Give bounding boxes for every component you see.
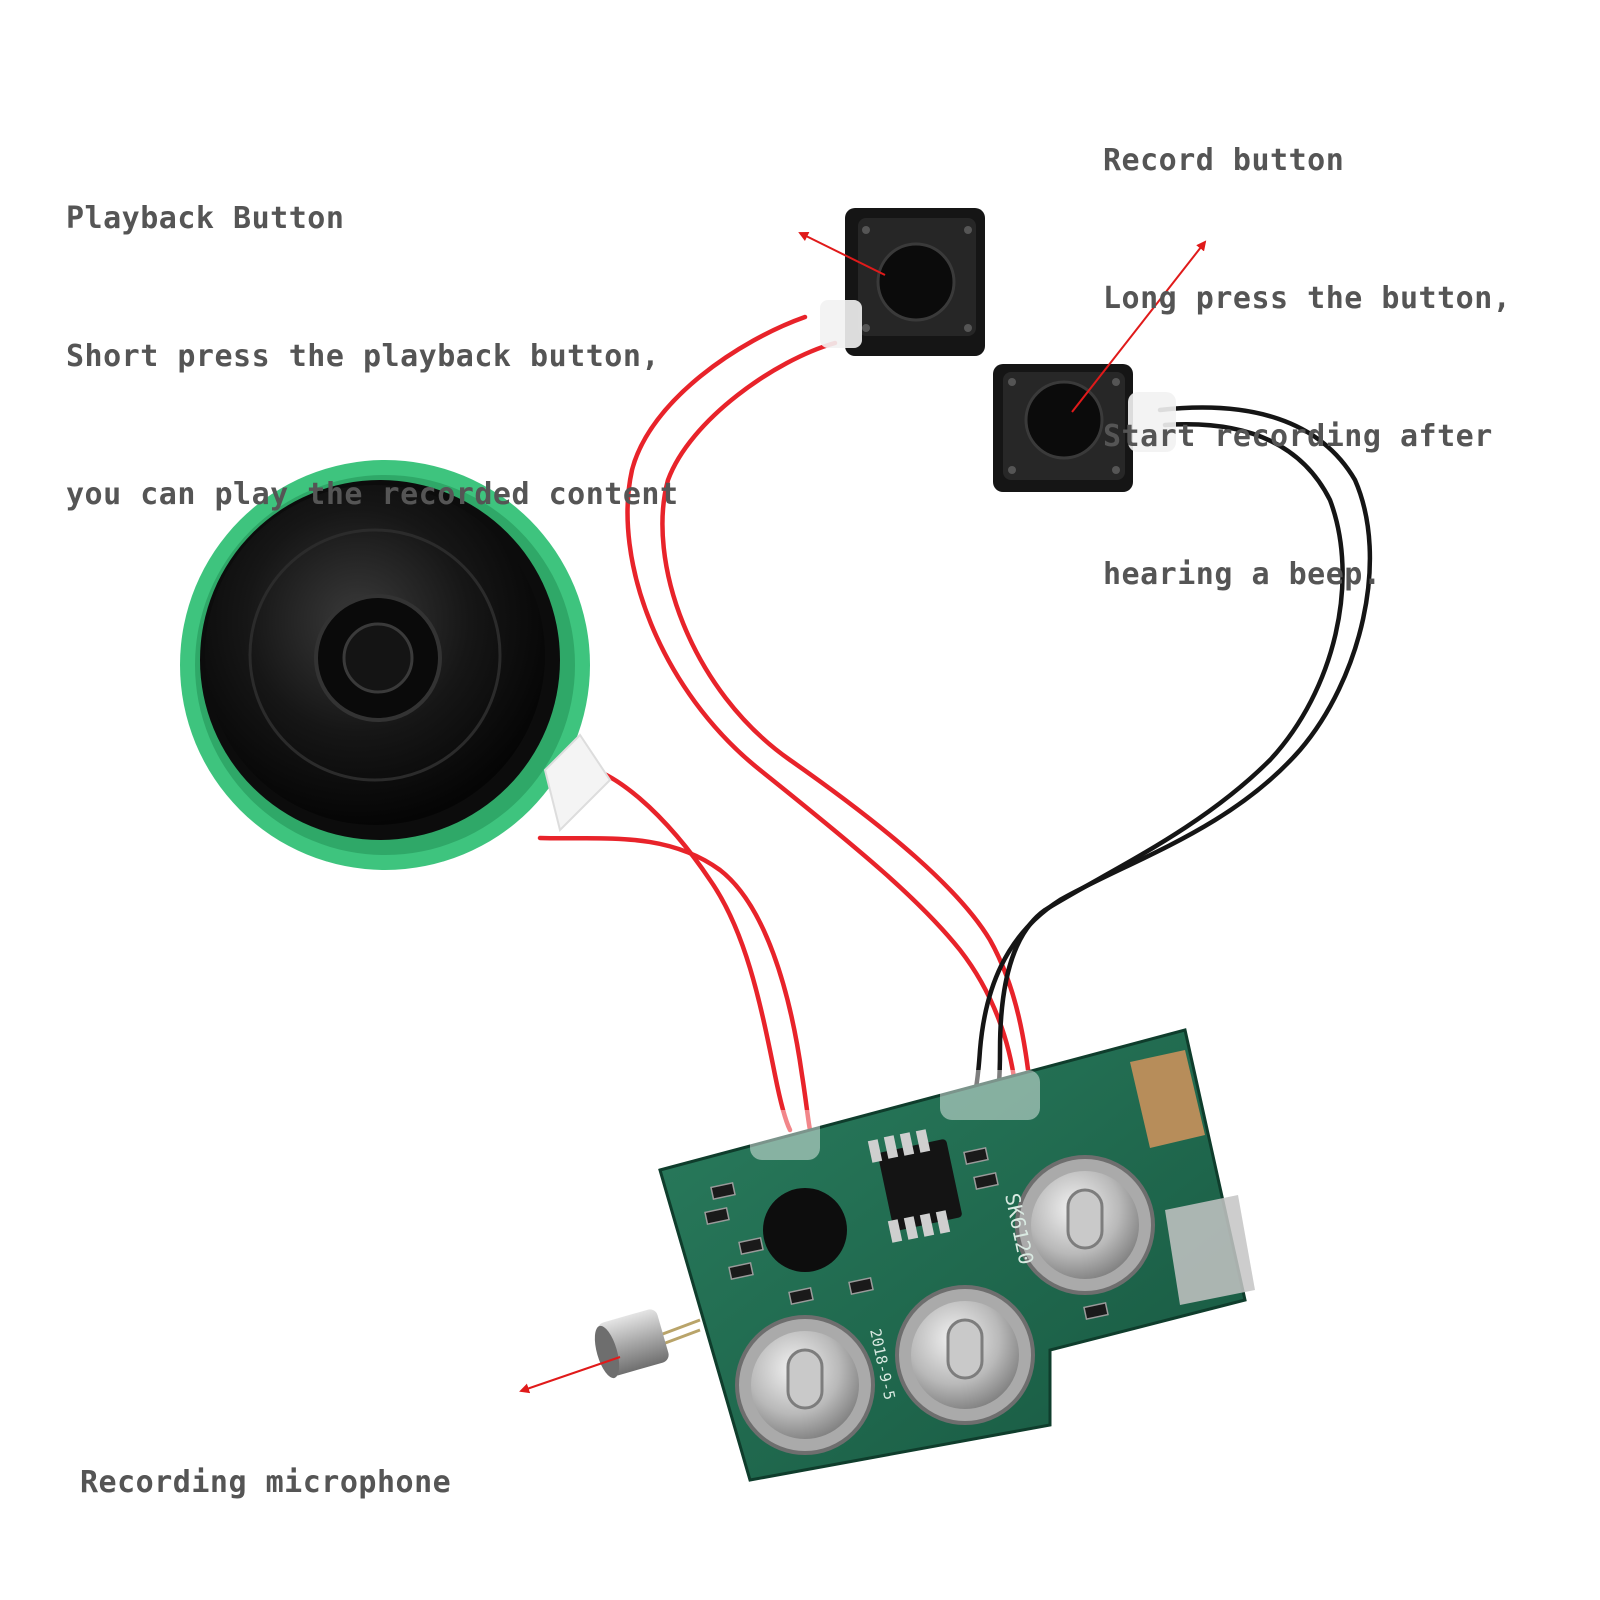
battery-holder-left — [735, 1315, 875, 1455]
record-button-annotation: Record button Long press the button, Sta… — [1103, 46, 1511, 644]
record-annotation-line2: Start recording after — [1103, 419, 1493, 454]
microphone-annotation: Recording microphone — [80, 1368, 451, 1552]
record-annotation-line3: hearing a beep. — [1103, 557, 1382, 592]
record-button — [993, 364, 1176, 492]
pcb-board: SK6120 2018-9-5 — [658, 1028, 1255, 1482]
record-annotation-title: Record button — [1103, 143, 1345, 178]
playback-button-annotation: Playback Button Short press the playback… — [66, 104, 679, 564]
playback-annotation-line2: you can play the recorded content — [66, 477, 679, 512]
playback-annotation-line1: Short press the playback button, — [66, 339, 660, 374]
microphone-arrow — [519, 1356, 621, 1394]
playback-annotation-title: Playback Button — [66, 201, 345, 236]
playback-arrow — [798, 232, 886, 276]
playback-button — [820, 208, 985, 356]
microphone-annotation-title: Recording microphone — [80, 1465, 452, 1500]
record-button-wires — [967, 405, 1373, 1113]
record-annotation-line1: Long press the button, — [1103, 281, 1512, 316]
playback-button-wires — [625, 314, 1033, 1088]
speaker — [180, 460, 612, 870]
battery-holder-middle — [895, 1285, 1035, 1425]
battery-holder-right — [1015, 1155, 1155, 1295]
record-arrow — [1071, 240, 1207, 413]
speaker-wires — [537, 762, 813, 1133]
microphone — [594, 1309, 701, 1379]
